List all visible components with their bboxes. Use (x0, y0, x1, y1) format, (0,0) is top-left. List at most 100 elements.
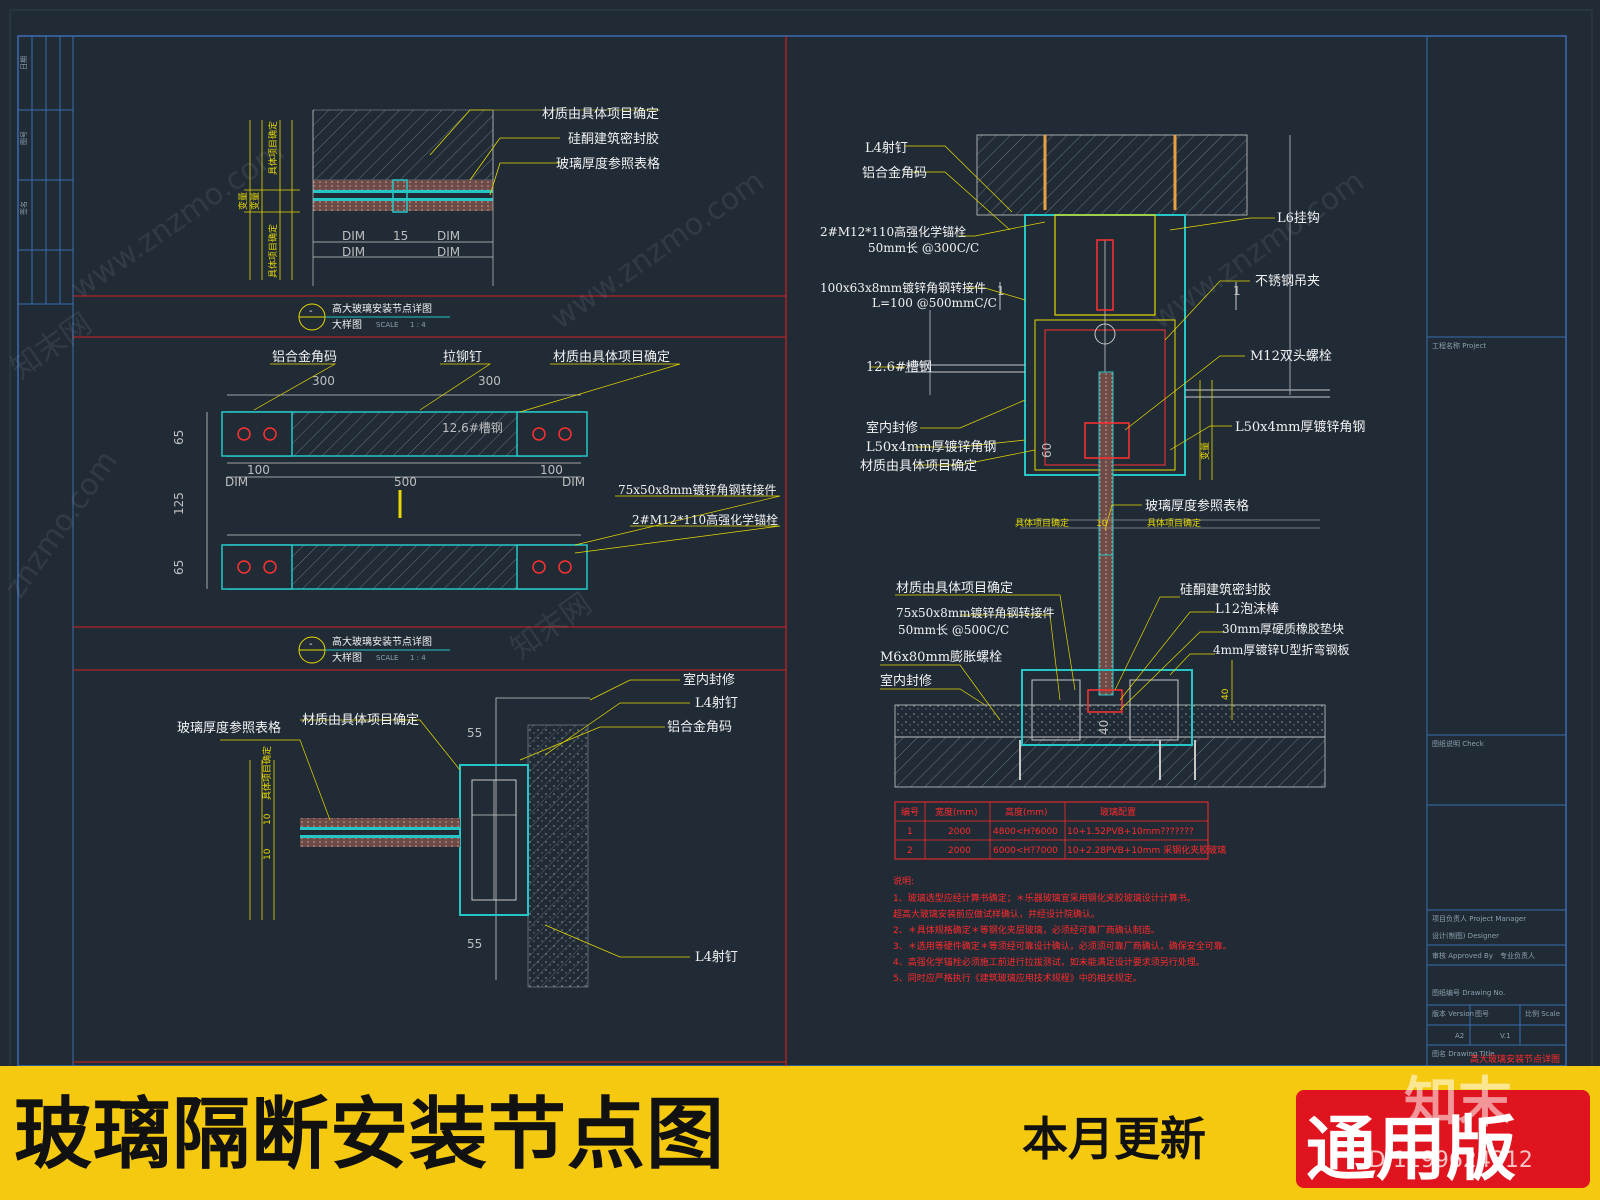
title-block-text: 工程名称 Project (1432, 341, 1486, 350)
table-cell: 4800<H?6000 (993, 827, 1058, 837)
callout-label: 铝合金角码 (272, 349, 337, 365)
detail-title: 高大玻璃安装节点详图 (332, 302, 432, 315)
strip-label-number: 图号 (20, 131, 28, 145)
table-cell: 10+1.52PVB+10mm??????? (1067, 827, 1194, 837)
strip-label-date: 日期 (20, 56, 28, 70)
table-header: 高度(mm) (1005, 806, 1048, 818)
callout-label: 30mm厚硬质橡胶垫块 (1222, 621, 1344, 636)
dim-text: DIM (342, 229, 365, 243)
dim-text: 60 (1040, 443, 1054, 458)
dim-text: 15 (393, 229, 408, 243)
dim-text: 100 (247, 463, 270, 477)
banner-update-label: 本月更新 (1022, 1112, 1206, 1166)
note-line: 5、同时应严格执行《建筑玻璃应用技术规程》中的相关规定。 (893, 972, 1142, 984)
dim-text: 100 (540, 463, 563, 477)
callout-label: 50mm长 @500C/C (898, 623, 1009, 637)
scale-value: 1 : 4 (410, 654, 426, 662)
callout-label: 材质由具体项目确定 (302, 713, 419, 728)
title-block-text: 图纸编号 Drawing No. (1432, 988, 1505, 997)
callout-label: L4射钉 (865, 140, 908, 156)
callout-label: L50x4mm厚镀锌角钢 (1235, 419, 1365, 435)
detail-top-left: DIM 15 DIM DIM DIM 具体项目确定 具体项目确定 变量 变量 材… (237, 107, 660, 286)
detail-title-block: - 高大玻璃安装节点详图 大样图 SCALE 1 : 4 (298, 302, 450, 331)
table-header: 编号 (901, 806, 919, 818)
callout-label: 材质由具体项目确定 (860, 459, 977, 474)
table-cell: 6000<H?7000 (993, 846, 1058, 856)
title-block-text: 设计(制图) Designer (1432, 931, 1499, 940)
yellow-dim: 10 (263, 813, 273, 825)
note-line: 2、＊具体规格确定＊等钢化夹层玻璃，必须经可靠厂商确认制造。 (893, 924, 1160, 936)
detail-mid-left: 300 300 65 125 65 100 500 100 DIM DIM 12… (172, 349, 781, 590)
table-header: 玻璃配置 (1100, 806, 1136, 818)
callout-label: L4射钉 (695, 949, 738, 965)
title-symbol: - (309, 639, 313, 650)
detail-right-section: 1 1 60 10 具体项目确定 具体项目确定 变量 40 40 (820, 134, 1365, 788)
detail-title-block: - 高大玻璃安装节点详图 大样图 SCALE 1 : 4 (298, 635, 450, 664)
callout-label: 100x63x8mm镀锌角钢转接件 (820, 280, 986, 295)
callout-label: L=100 @500mmC/C (872, 296, 997, 310)
dim-text: 65 (172, 560, 186, 575)
detail-subtitle: 大样图 (332, 318, 362, 331)
title-block-text: 图纸说明 Check (1432, 739, 1485, 748)
section-marker: 1 (1233, 284, 1241, 298)
dim-text: DIM (225, 475, 248, 489)
callout-label: L6挂钩 (1277, 211, 1320, 226)
dim-text: 125 (172, 492, 186, 515)
section-marker: 1 (997, 284, 1005, 298)
callout-label: 硅酮建筑密封胶 (1180, 582, 1271, 598)
title-block-text: V.1 (1500, 1032, 1511, 1040)
table-cell: 10+2.28PVB+10mm 采钢化夹胶玻璃 (1067, 844, 1226, 856)
general-notes: 说明: 1、玻璃选型应经计算书确定；＊乐器玻璃宜采用钢化夹胶玻璃设计计算书。 超… (893, 875, 1232, 984)
sheet-title-block: 工程名称 Project 图纸说明 Check 项目负责人 Project Ma… (1427, 336, 1566, 1065)
title-block-text: 图号 (1475, 1010, 1489, 1018)
callout-label: 不锈钢吊夹 (1255, 274, 1320, 289)
left-revision-strip: 日期 图号 签名 (17, 35, 74, 305)
yellow-dim: 具体项目确定 (267, 224, 279, 278)
dim-text: DIM (562, 475, 585, 489)
yellow-dim: 变量 (1199, 442, 1211, 460)
callout-label: 室内封修 (683, 672, 735, 688)
callout-label: 材质由具体项目确定 (553, 350, 670, 365)
table-cell: 1 (907, 827, 913, 837)
asset-id-watermark: ID:1199624312 (1362, 1148, 1533, 1173)
dim-text: 500 (394, 475, 417, 489)
callout-label: 2#M12*110高强化学锚栓 (820, 224, 966, 239)
yellow-dim: 40 (1221, 688, 1231, 700)
notes-title: 说明: (893, 875, 914, 887)
callout-label: 室内封修 (866, 420, 918, 436)
dim-text: 300 (478, 374, 501, 388)
callout-label: 室内封修 (880, 673, 932, 689)
scale-label: SCALE (376, 654, 398, 662)
site-logo-watermark: 知末 (1404, 1071, 1512, 1134)
title-block-text: 版本 Version (1432, 1009, 1474, 1018)
watermark: www.znzmo.com (65, 134, 291, 307)
yellow-dim: 具体项目确定 (1147, 517, 1201, 529)
dim-text: DIM (342, 245, 365, 259)
title-block-text: 审核 Approved By (1432, 951, 1493, 960)
detail-title: 高大玻璃安装节点详图 (332, 635, 432, 648)
title-block-text: 高大玻璃安装节点详图 (1470, 1053, 1560, 1065)
note-line: 3、＊选用等硬件确定＊等须经可靠设计确认，必须须可靠厂商确认，确保安全可靠。 (893, 940, 1232, 952)
callout-label: 材质由具体项目确定 (896, 581, 1013, 596)
callout-label: 铝合金角码 (667, 719, 732, 735)
table-cell: 2000 (948, 846, 971, 856)
callout-label: 铝合金角码 (862, 165, 927, 181)
callout-label: 拉铆钉 (443, 350, 482, 365)
title-block-text: 比例 Scale (1525, 1009, 1560, 1018)
dim-text: 300 (312, 374, 335, 388)
callout-label: 材质由具体项目确定 (542, 107, 659, 122)
yellow-dim: 10 (1096, 519, 1108, 529)
callout-label: 2#M12*110高强化学锚栓 (632, 512, 778, 527)
yellow-dim: 变量 (249, 192, 261, 210)
callout-label: 玻璃厚度参照表格 (177, 720, 281, 736)
callout-label: 50mm长 @300C/C (868, 241, 979, 255)
callout-label: M6x80mm膨胀螺栓 (880, 650, 1002, 665)
callout-label: 玻璃厚度参照表格 (556, 156, 660, 172)
dim-text: DIM (437, 245, 460, 259)
strip-label-sign: 签名 (19, 201, 28, 215)
version-badge-text: 通用版 (1306, 1108, 1516, 1190)
callout-label: L12泡沫棒 (1215, 602, 1279, 617)
yellow-dim: 具体项目确定 (267, 121, 279, 175)
callout-label: 75x50x8mm镀锌角钢转接件 (618, 482, 776, 497)
dim-text: 55 (467, 726, 482, 740)
